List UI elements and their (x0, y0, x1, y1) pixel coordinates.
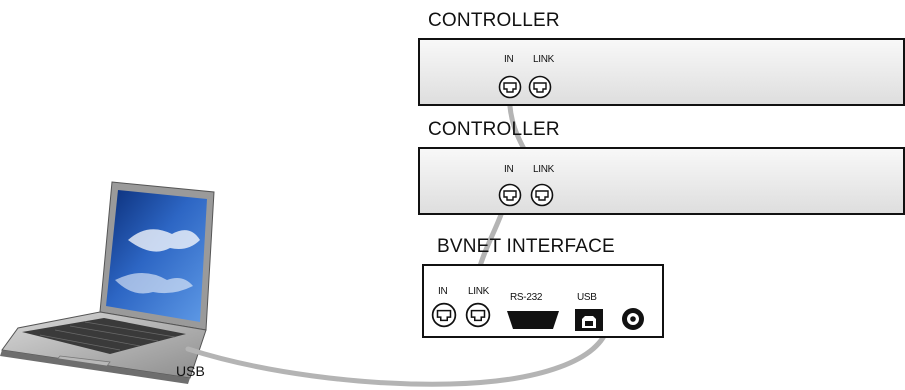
rj45-port-icon (431, 302, 457, 328)
port-label-usb: USB (577, 292, 597, 303)
port-label-in-interface: IN (438, 286, 448, 297)
rj45-port-icon (528, 75, 552, 99)
rj45-port-icon (530, 183, 554, 207)
power-jack-icon (622, 308, 644, 330)
laptop-usb-label: USB (176, 363, 205, 379)
port-label-in-2: IN (504, 164, 514, 175)
port-label-in-1: IN (504, 54, 514, 65)
controller-1-panel (418, 38, 905, 106)
laptop-icon (0, 181, 215, 384)
controller-2-panel (418, 147, 905, 215)
port-label-link-interface: LINK (468, 286, 490, 297)
unit-title-bvnet-interface: BVNET INTERFACE (437, 236, 615, 257)
usb-cable (185, 323, 611, 387)
rj45-port-icon (465, 302, 491, 328)
rs232-port-icon (507, 311, 559, 329)
port-label-link-2: LINK (533, 164, 555, 175)
port-label-link-1: LINK (533, 54, 555, 65)
port-label-rs232: RS-232 (510, 292, 543, 303)
rj45-port-icon (498, 75, 522, 99)
unit-title-controller-2: CONTROLLER (428, 119, 560, 140)
unit-title-controller-1: CONTROLLER (428, 10, 560, 31)
rj45-port-icon (498, 183, 522, 207)
usb-b-port-icon (575, 309, 603, 331)
